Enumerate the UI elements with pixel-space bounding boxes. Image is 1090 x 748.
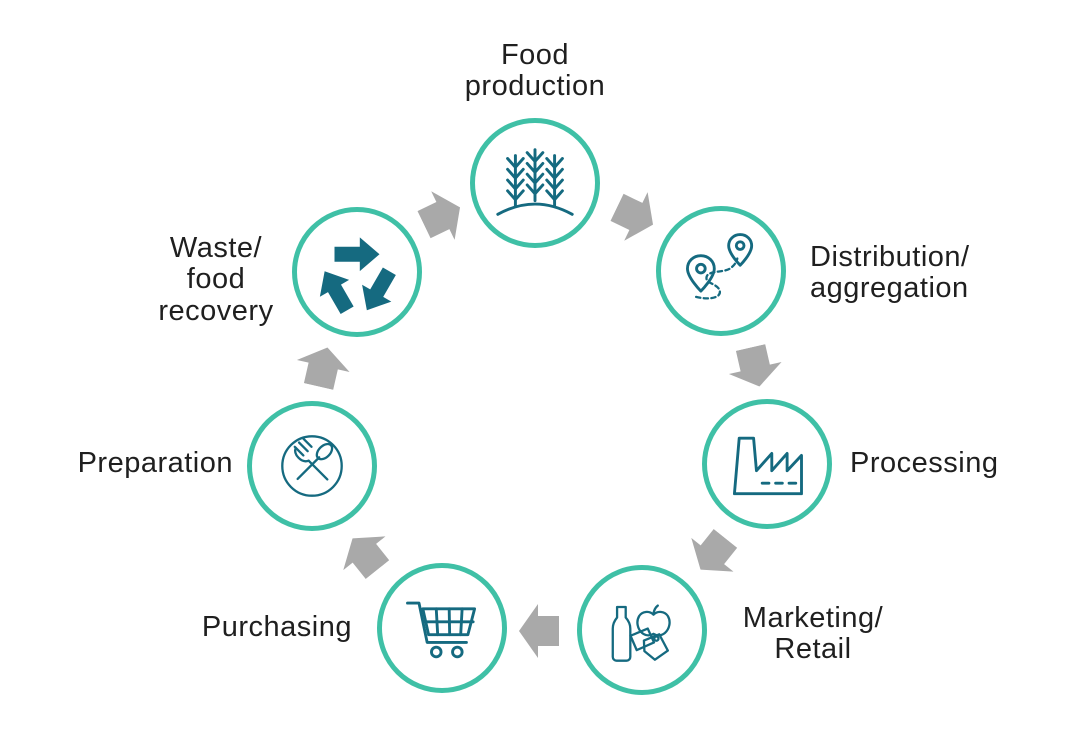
recycle-icon — [312, 227, 402, 317]
shopping-cart-icon — [396, 582, 488, 674]
map-route-pins-icon — [675, 225, 767, 317]
arrow-distribution-to-processing — [724, 341, 786, 392]
wheat-icon — [488, 136, 582, 230]
fork-spoon-plate-icon — [266, 420, 358, 512]
stage-node-marketing-retail — [577, 565, 707, 695]
arrow-waste-to-food-production — [412, 183, 471, 249]
stage-node-purchasing — [377, 563, 507, 693]
groceries-price-tags-icon — [596, 584, 688, 676]
stage-node-waste-food-recovery — [292, 207, 422, 337]
label-waste-food-recovery: Waste/ food recovery — [158, 232, 274, 327]
label-purchasing: Purchasing — [201, 611, 352, 643]
label-marketing-retail: Marketing/ Retail — [742, 602, 884, 666]
stage-node-food-production — [470, 118, 600, 248]
stage-node-preparation — [247, 401, 377, 531]
arrow-purchasing-to-preparation — [331, 522, 398, 587]
arrow-preparation-to-waste — [292, 341, 354, 392]
stage-node-processing — [702, 399, 832, 529]
factory-icon — [721, 418, 813, 510]
arrow-processing-to-marketing — [679, 522, 746, 587]
arrow-marketing-to-purchasing — [519, 604, 559, 658]
arrow-food-production-to-distribution — [605, 183, 664, 249]
label-processing: Processing — [850, 447, 999, 479]
label-distribution-aggregation: Distribution/ aggregation — [810, 241, 970, 305]
label-preparation: Preparation — [77, 447, 233, 479]
stage-node-distribution-aggregation — [656, 206, 786, 336]
label-food-production: Food production — [464, 39, 606, 103]
